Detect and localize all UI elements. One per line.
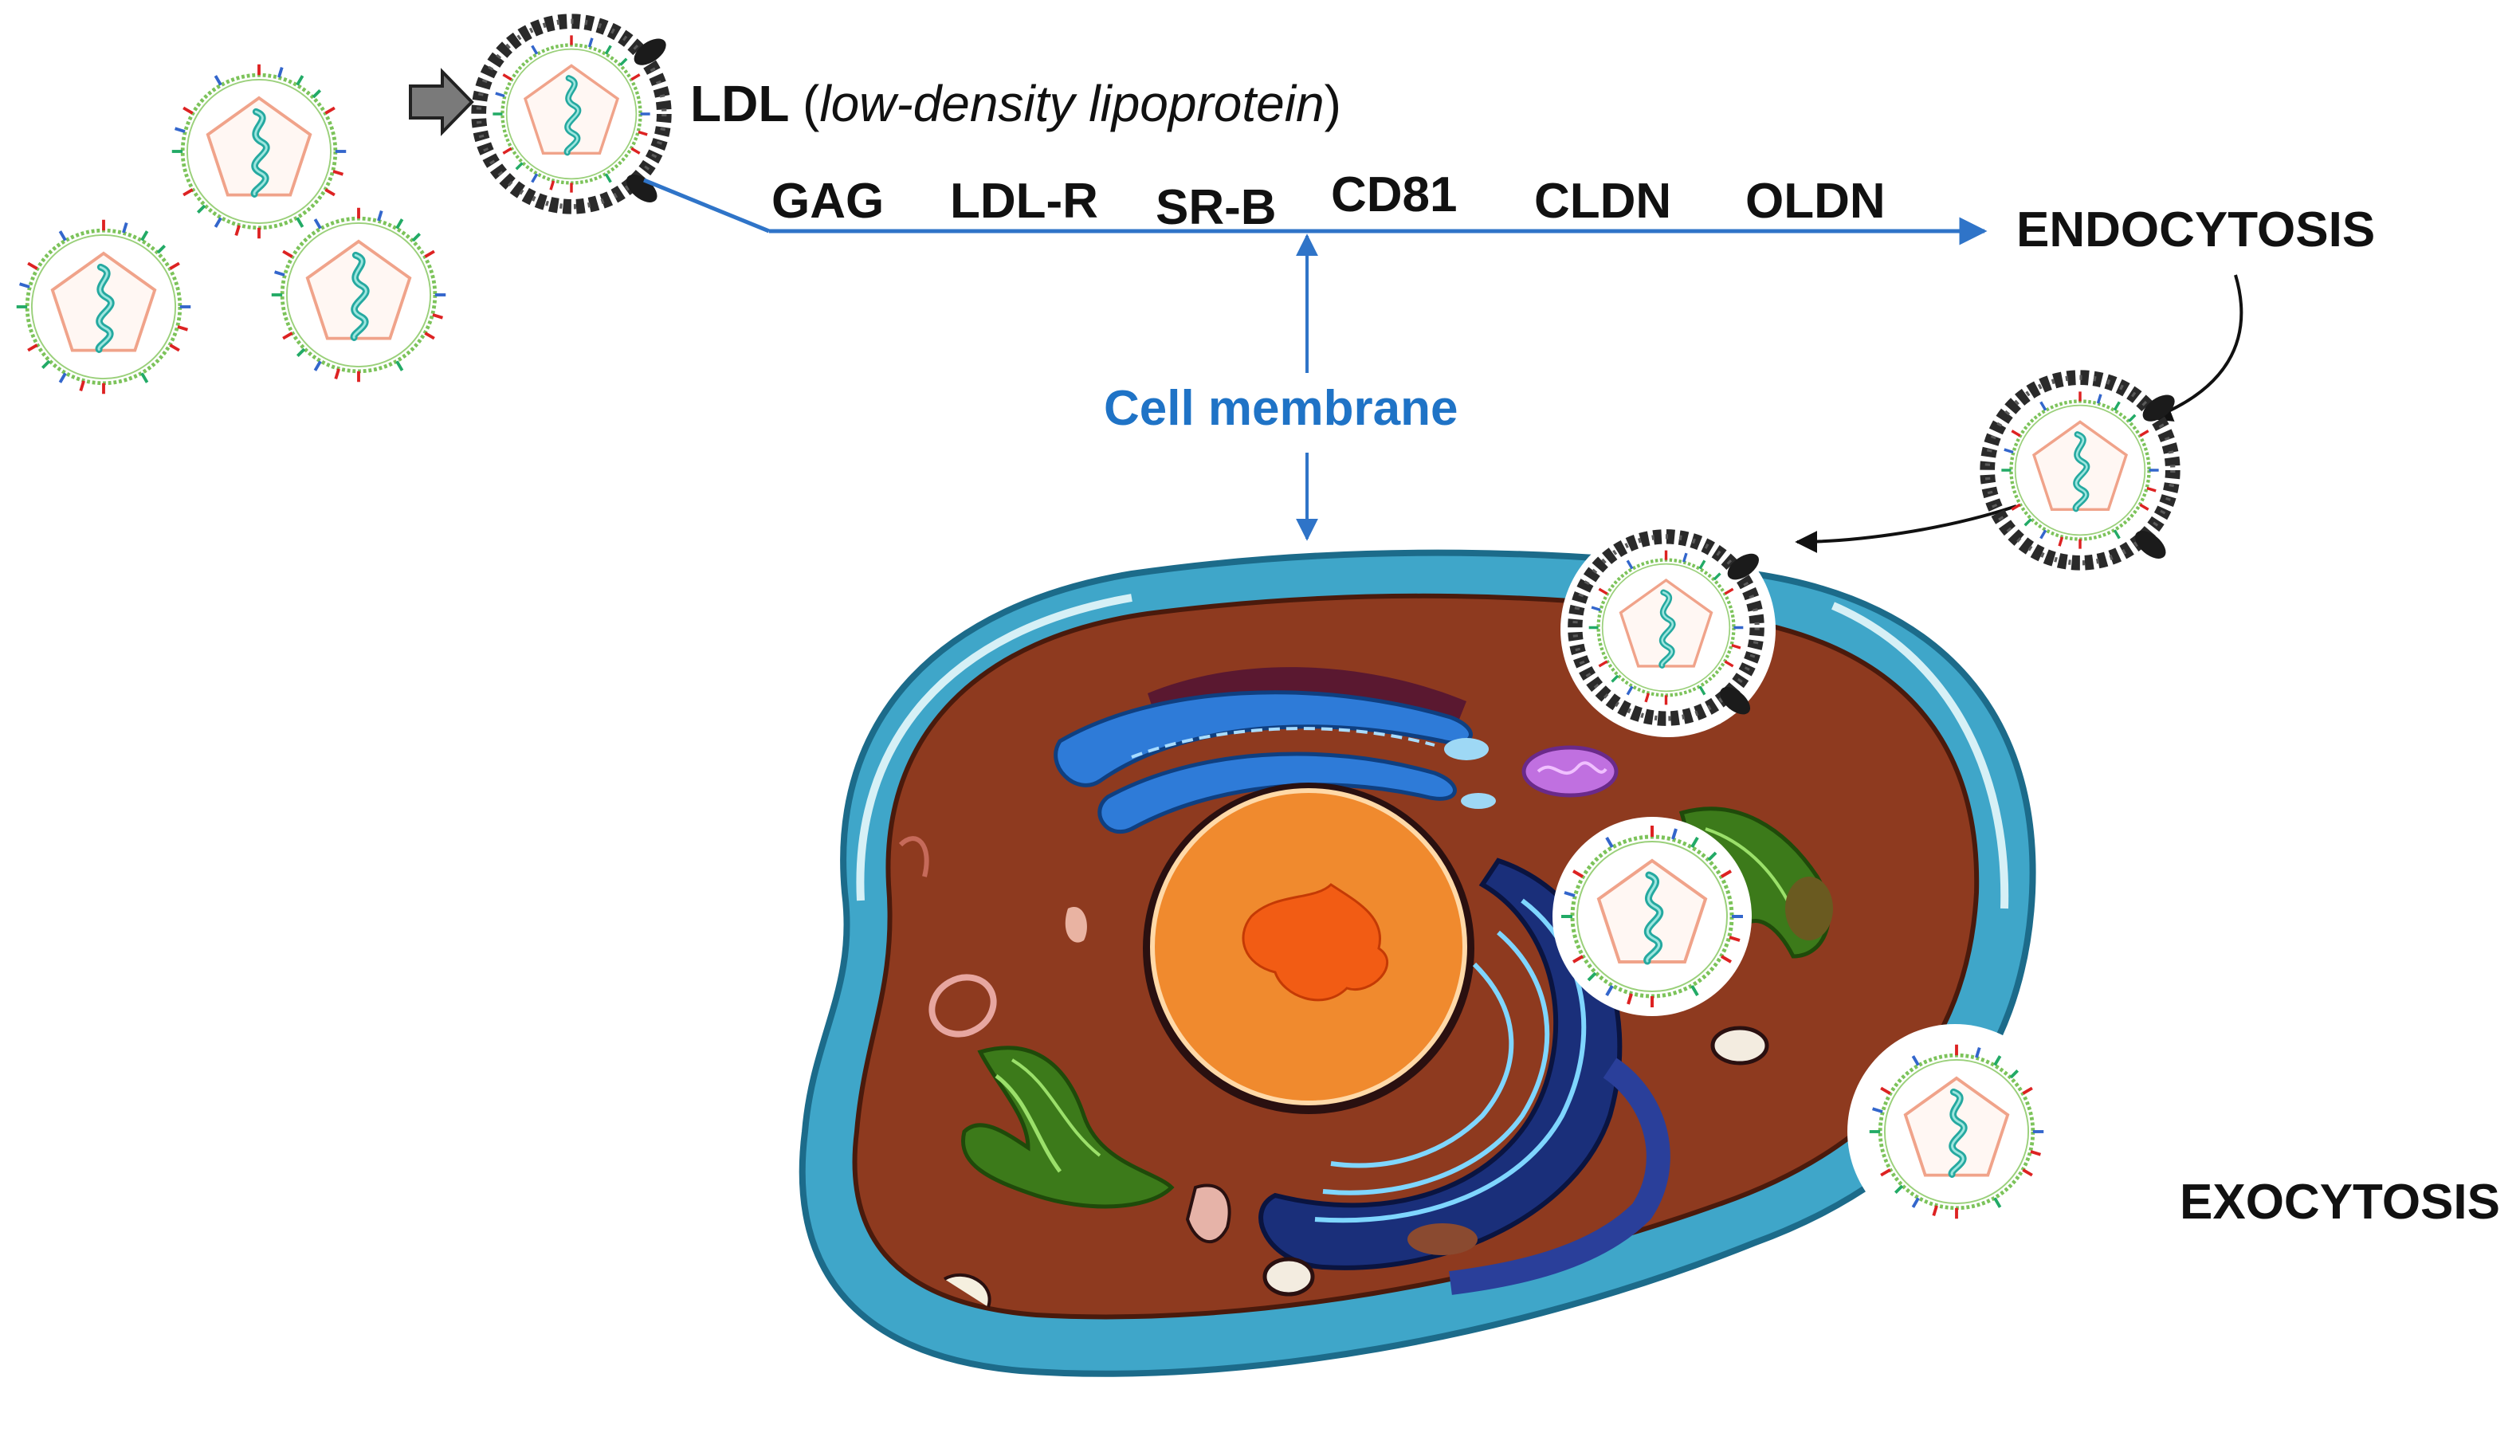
ldl-abbr: LDL xyxy=(690,75,789,132)
virus-particle-icon xyxy=(17,220,191,394)
receptor-cldn: CLDN xyxy=(1534,174,1672,229)
ldl-coated-virus-icon xyxy=(1575,536,1763,720)
ldl-coated-virus-icon xyxy=(1988,378,2180,564)
receptor-cd81: CD81 xyxy=(1331,167,1458,222)
ldl-full-name: low-density lipoprotein xyxy=(819,75,1325,132)
vesicle xyxy=(1262,1257,1315,1297)
virus-particle-icon xyxy=(272,208,446,383)
endocytosis-label: ENDOCYTOSIS xyxy=(2016,202,2376,257)
rough-er-lower xyxy=(1258,858,1670,1295)
receptor-oldn: OLDN xyxy=(1745,174,1886,229)
receptor-ldl-r: LDL-R xyxy=(950,174,1098,229)
receptor-sr-b: SR-B xyxy=(1156,180,1277,235)
ldl-label: LDL (low-density lipoprotein) xyxy=(690,78,1341,129)
receptor-gag: GAG xyxy=(771,174,885,229)
exocytosis-label: EXOCYTOSIS xyxy=(2180,1175,2500,1230)
gray-pointer-arrow-icon xyxy=(409,68,474,136)
nucleus xyxy=(1143,783,1474,1114)
endocytosis-curve-arrow xyxy=(2149,274,2243,422)
ldl-close-paren: ) xyxy=(1324,75,1341,132)
endoplasmic-reticulum-top xyxy=(1054,690,1496,834)
ldl-coated-virus-icon xyxy=(479,22,671,208)
entry-curve-arrow xyxy=(1795,504,2017,553)
golgi-left xyxy=(961,1046,1175,1209)
vesicle xyxy=(928,974,997,1038)
cell xyxy=(799,549,2036,1377)
virus-particle-icon xyxy=(172,65,347,239)
ldl-open-paren: ( xyxy=(803,75,820,132)
lysosome xyxy=(1185,1183,1231,1244)
vesicle xyxy=(1710,1026,1769,1066)
nucleolus xyxy=(1242,883,1389,1002)
cell-membrane-label: Cell membrane xyxy=(1104,381,1458,436)
ldl-to-pathway-line xyxy=(643,178,770,234)
